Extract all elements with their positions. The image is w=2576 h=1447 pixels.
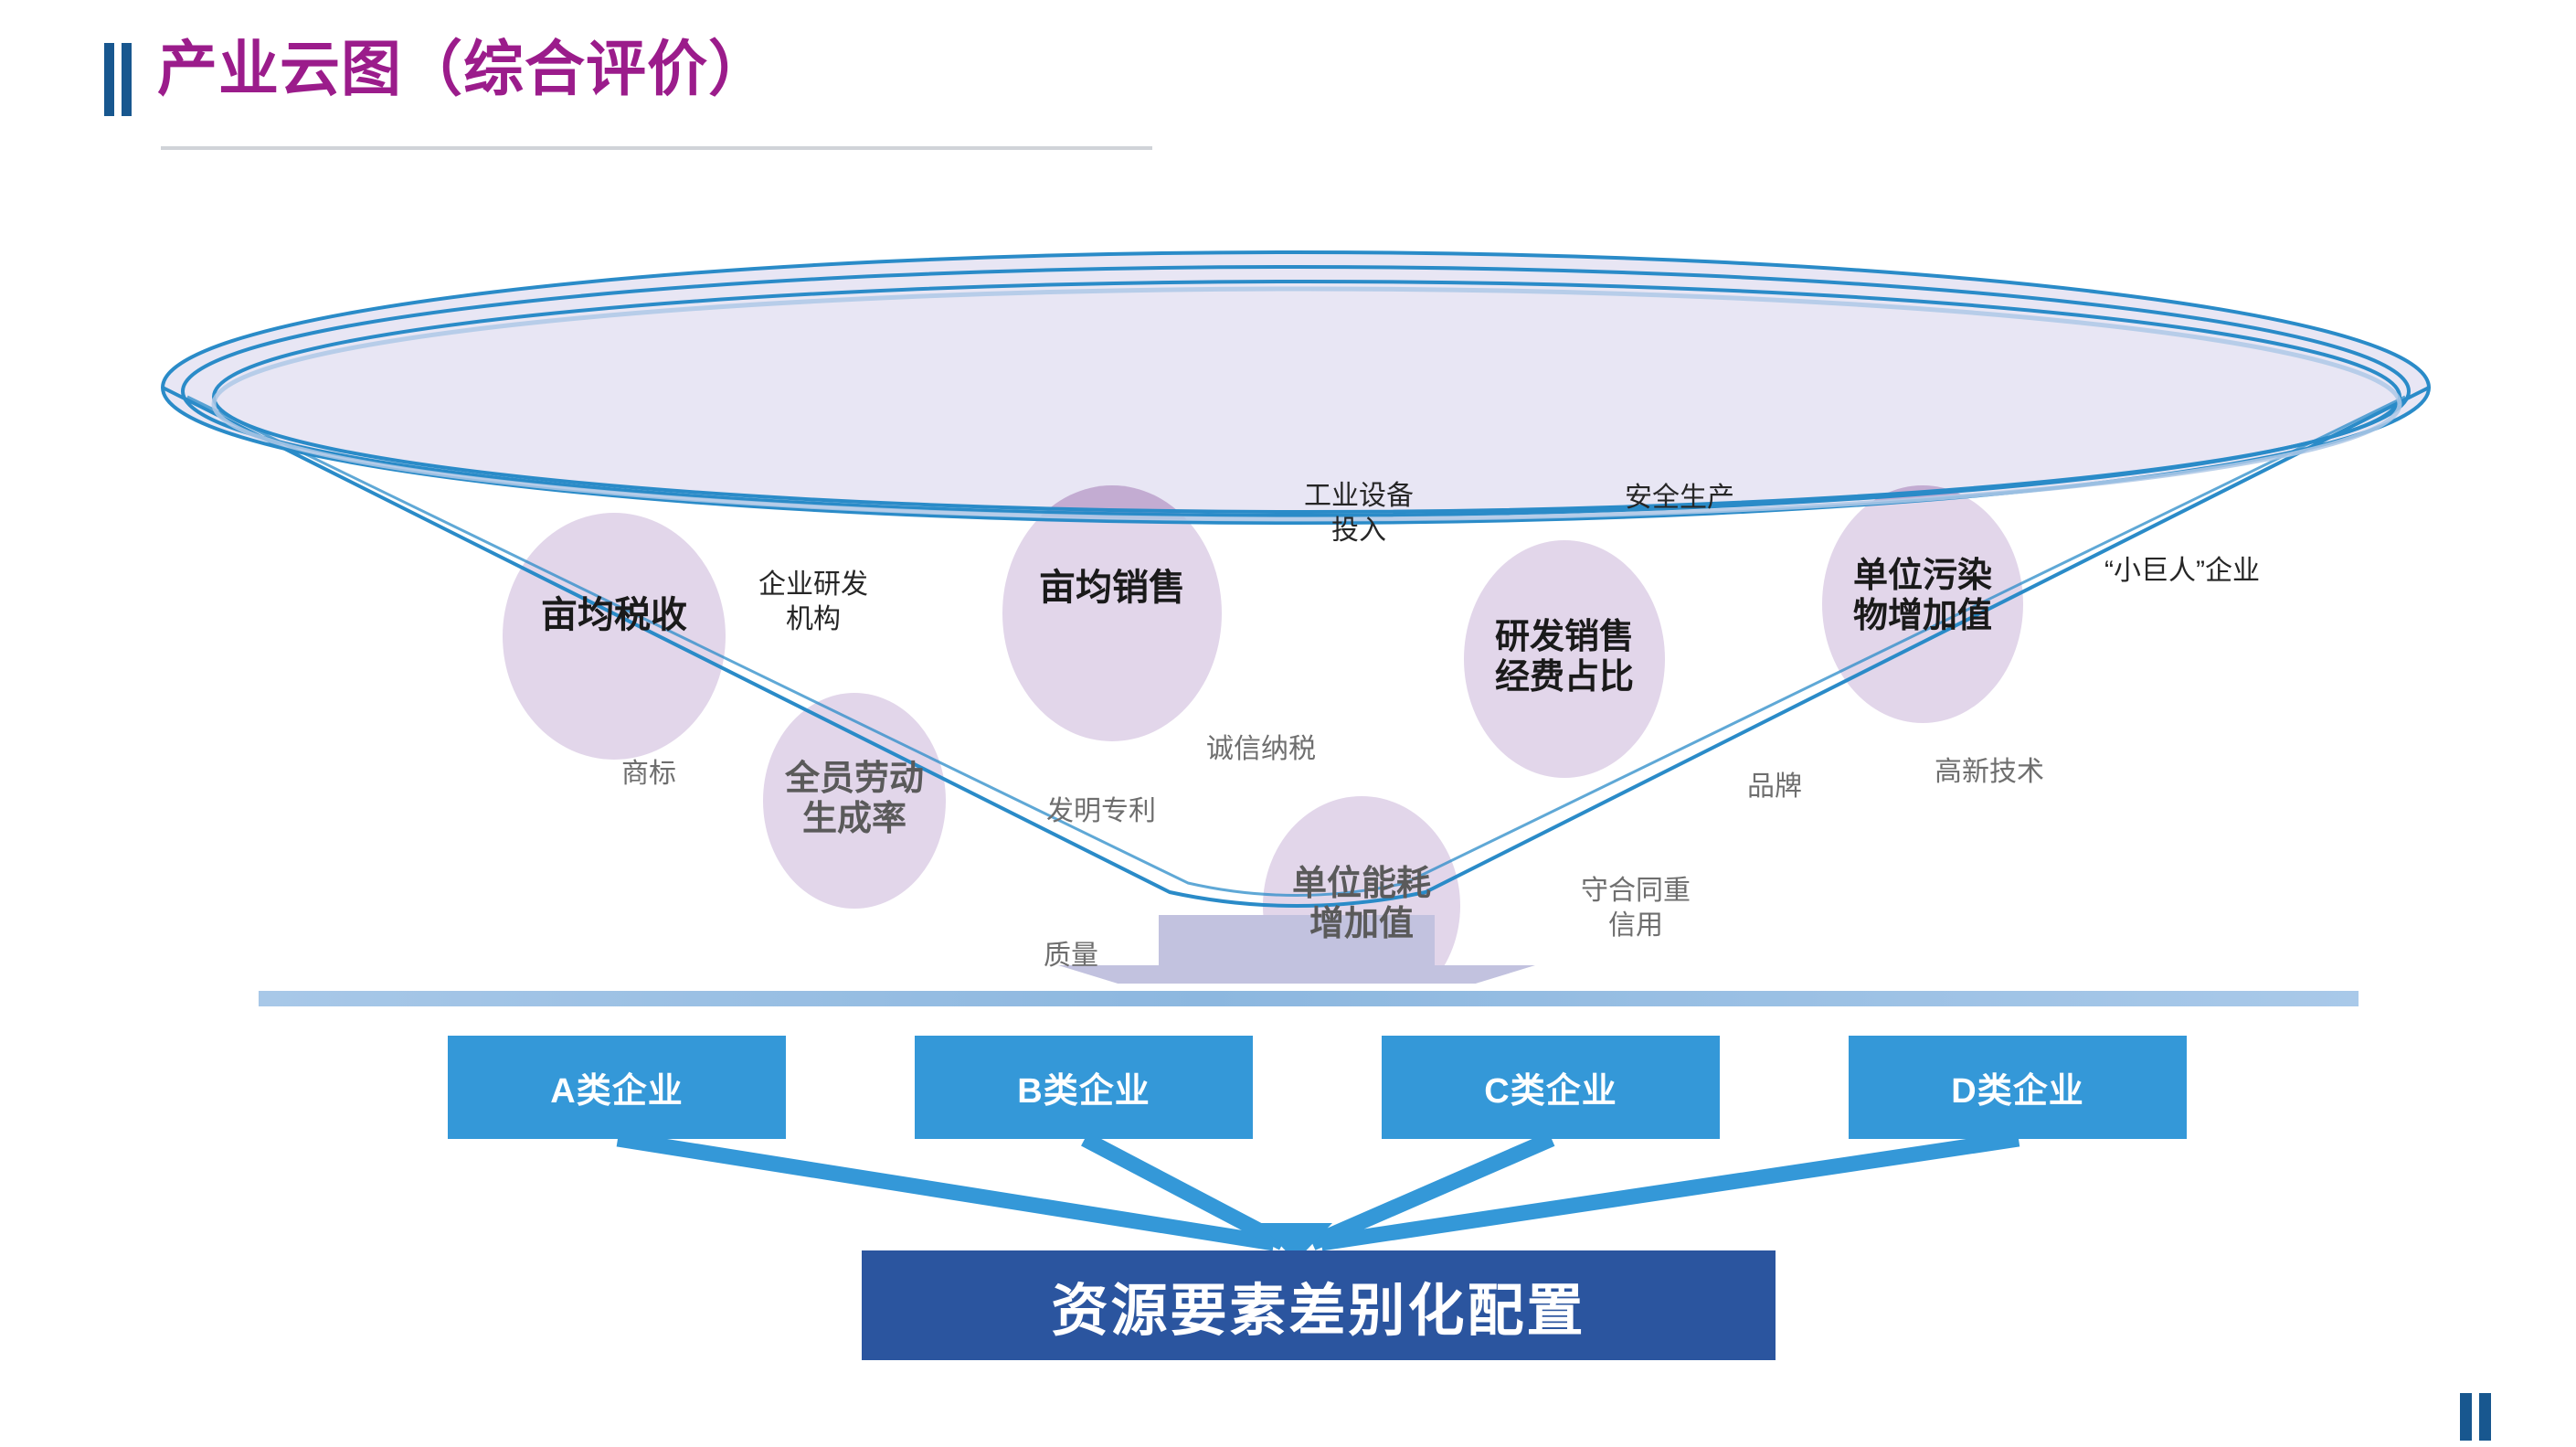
category-box-c[interactable]: C类企业 bbox=[1382, 1036, 1720, 1139]
category-box-label-b: B类企业 bbox=[1017, 1072, 1150, 1111]
category-box-b[interactable]: B类企业 bbox=[915, 1036, 1253, 1139]
title-accent-bar-1-icon bbox=[104, 43, 114, 116]
category-connectors bbox=[0, 1079, 2576, 1280]
corner-accent-bar-2-icon bbox=[2479, 1393, 2491, 1441]
category-box-label-d: D类企业 bbox=[1951, 1072, 2084, 1111]
title-accent-bars-icon bbox=[104, 43, 135, 116]
corner-accent-bar-1-icon bbox=[2460, 1393, 2472, 1441]
funnel-ellipse-middle bbox=[181, 265, 2411, 517]
funnel-down-arrow-icon bbox=[1058, 915, 1535, 984]
funnel-cone-outline-inner bbox=[186, 395, 2406, 897]
funnel-svg bbox=[161, 250, 2431, 984]
bubble-upper-halves bbox=[503, 485, 2023, 520]
funnel-diagram bbox=[0, 161, 2576, 984]
connector-svg bbox=[616, 1131, 2020, 1261]
funnel-bowl-fill bbox=[163, 252, 2429, 523]
corner-accent-bars-icon bbox=[2460, 1393, 2493, 1441]
page-title: 产业云图（综合评价） bbox=[157, 35, 769, 102]
category-box-label-a: A类企业 bbox=[550, 1072, 684, 1111]
title-accent-bar-2-icon bbox=[122, 43, 132, 116]
category-box-d[interactable]: D类企业 bbox=[1849, 1036, 2187, 1139]
section-separator bbox=[259, 991, 2359, 1006]
result-banner: 资源要素差别化配置 bbox=[862, 1250, 1776, 1360]
bubble-lower-halves bbox=[503, 485, 2023, 984]
funnel-ellipse-outer bbox=[161, 250, 2431, 525]
title-divider bbox=[161, 146, 1152, 150]
result-banner-label: 资源要素差别化配置 bbox=[1051, 1280, 1586, 1343]
funnel-cone-outline bbox=[162, 386, 2430, 908]
category-box-a[interactable]: A类企业 bbox=[448, 1036, 786, 1139]
funnel-ellipse-shadow bbox=[211, 286, 2402, 522]
category-box-label-c: C类企业 bbox=[1484, 1072, 1617, 1111]
connector-arrowhead-icon bbox=[1259, 1223, 1332, 1261]
